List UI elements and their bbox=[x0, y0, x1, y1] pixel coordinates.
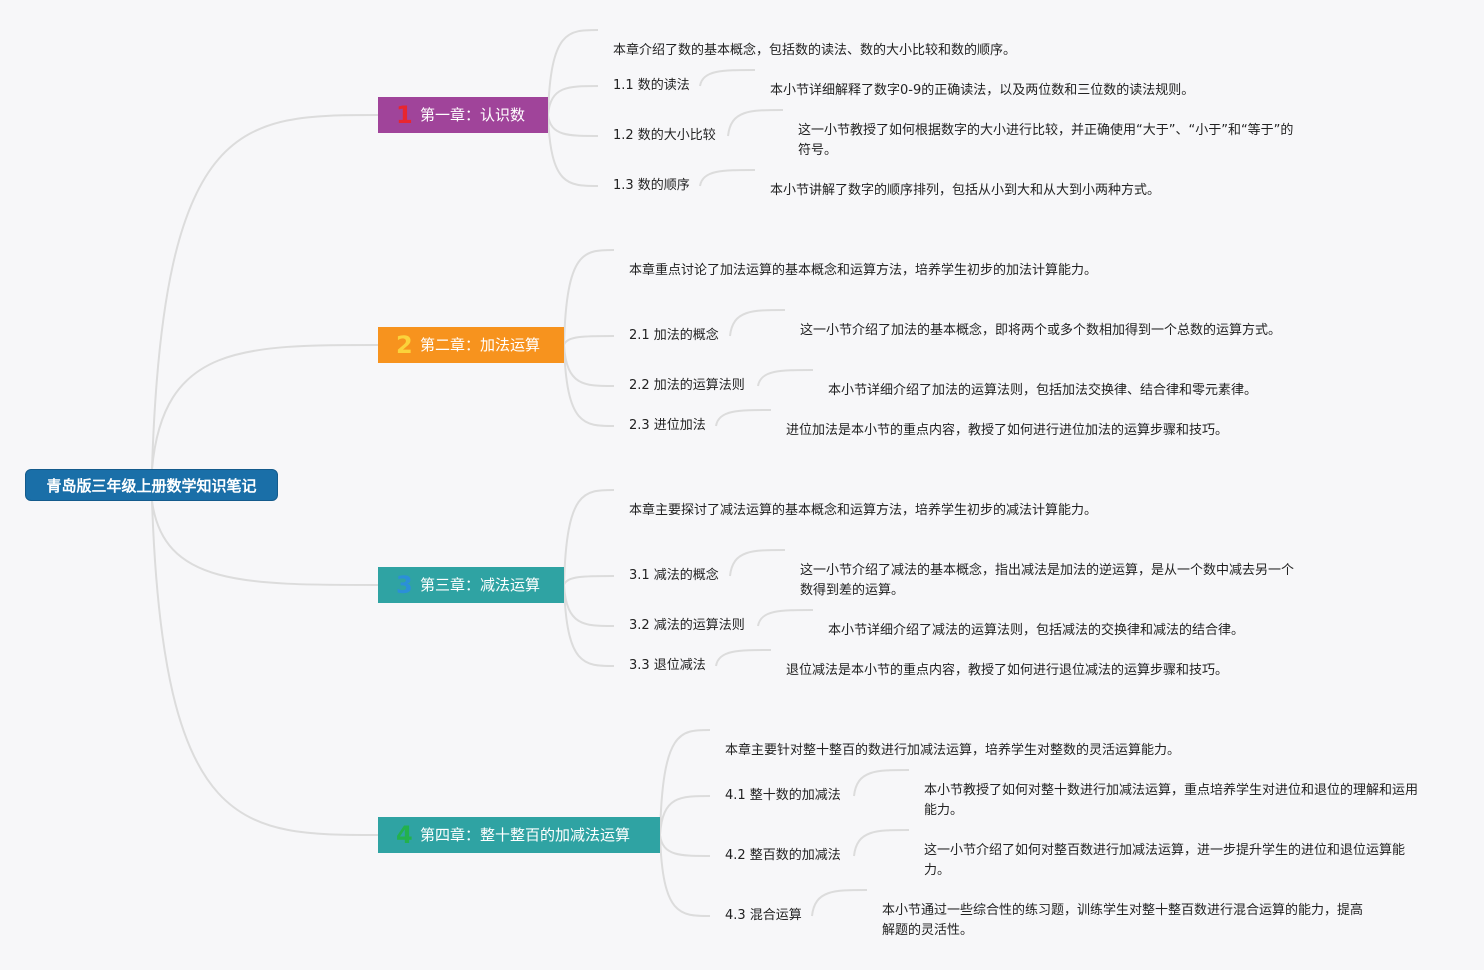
link-ch2-summary bbox=[563, 249, 615, 346]
link-s21-desc bbox=[729, 309, 786, 337]
section-1-3-desc[interactable]: 本小节讲解了数字的顺序排列，包括从小到大和从大到小两种方式。 bbox=[770, 183, 1161, 198]
link-ch2-s1 bbox=[563, 335, 615, 346]
chapter-2-node[interactable]: 2 第二章：加法运算 bbox=[378, 327, 564, 363]
chapter-1-node[interactable]: 1 第一章：认识数 bbox=[378, 97, 548, 133]
chapter-number: 2 bbox=[396, 331, 413, 359]
section-3-3-desc[interactable]: 退位减法是本小节的重点内容，教授了如何进行退位减法的运算步骤和技巧。 bbox=[786, 663, 1229, 678]
link-ch2-s3 bbox=[563, 344, 615, 427]
link-ch1-s1 bbox=[547, 85, 599, 116]
section-4-3-desc[interactable]: 本小节通过一些综合性的练习题，训练学生对整十整百数进行混合运算的能力，提高解题的… bbox=[882, 903, 1364, 938]
link-s33-desc bbox=[715, 649, 772, 667]
section-2-3-title[interactable]: 2.3 进位加法 bbox=[629, 418, 706, 433]
link-s31-desc bbox=[729, 549, 786, 577]
link-ch4-s1 bbox=[659, 795, 711, 836]
section-1-2-title[interactable]: 1.2 数的大小比较 bbox=[613, 128, 716, 143]
chapter-title: 第二章：加法运算 bbox=[420, 336, 541, 354]
section-4-3-title[interactable]: 4.3 混合运算 bbox=[725, 908, 802, 923]
link-root-ch2 bbox=[151, 344, 379, 470]
link-ch3-s1 bbox=[563, 575, 615, 586]
chapter-title: 第三章：减法运算 bbox=[420, 576, 541, 594]
link-ch2-s2 bbox=[563, 344, 615, 387]
link-s32-desc bbox=[757, 609, 814, 627]
link-ch1-summary bbox=[547, 29, 599, 116]
chapter-4-summary[interactable]: 本章主要针对整十整百的数进行加减法运算，培养学生对整数的灵活运算能力。 bbox=[725, 743, 1181, 758]
chapter-2-summary[interactable]: 本章重点讨论了加法运算的基本概念和运算方法，培养学生初步的加法计算能力。 bbox=[629, 263, 1098, 278]
chapter-title: 第一章：认识数 bbox=[420, 106, 526, 124]
root-node[interactable]: 青岛版三年级上册数学知识笔记 bbox=[25, 469, 278, 501]
section-1-1-desc[interactable]: 本小节详细解释了数字0-9的正确读法，以及两位数和三位数的读法规则。 bbox=[770, 83, 1195, 98]
link-ch3-s3 bbox=[563, 584, 615, 667]
link-ch1-s3 bbox=[547, 114, 599, 187]
link-ch1-s2 bbox=[547, 114, 599, 137]
section-2-1-title[interactable]: 2.1 加法的概念 bbox=[629, 328, 719, 343]
chapter-1-summary[interactable]: 本章介绍了数的基本概念，包括数的读法、数的大小比较和数的顺序。 bbox=[613, 43, 1017, 58]
chapter-number: 3 bbox=[396, 571, 413, 599]
link-s22-desc bbox=[757, 369, 814, 387]
link-root-ch4 bbox=[151, 500, 379, 836]
chapter-3-node[interactable]: 3 第三章：减法运算 bbox=[378, 567, 564, 603]
link-ch3-summary bbox=[563, 489, 615, 586]
link-s12-desc bbox=[727, 109, 784, 137]
link-root-ch3 bbox=[151, 500, 379, 586]
section-4-1-title[interactable]: 4.1 整十数的加减法 bbox=[725, 788, 841, 803]
link-root-ch1 bbox=[151, 114, 379, 470]
link-s42-desc bbox=[853, 829, 910, 857]
chapter-number: 4 bbox=[396, 821, 413, 849]
section-3-2-title[interactable]: 3.2 减法的运算法则 bbox=[629, 618, 745, 633]
section-3-1-desc[interactable]: 这一小节介绍了减法的基本概念，指出减法是加法的逆运算，是从一个数中减去另一个数得… bbox=[800, 563, 1295, 598]
section-2-1-desc[interactable]: 这一小节介绍了加法的基本概念，即将两个或多个数相加得到一个总数的运算方式。 bbox=[800, 323, 1282, 338]
link-s11-desc bbox=[699, 69, 756, 87]
link-s23-desc bbox=[715, 409, 772, 427]
chapter-3-summary[interactable]: 本章主要探讨了减法运算的基本概念和运算方法，培养学生初步的减法计算能力。 bbox=[629, 503, 1098, 518]
link-ch3-s2 bbox=[563, 584, 615, 627]
section-2-2-desc[interactable]: 本小节详细介绍了加法的运算法则，包括加法交换律、结合律和零元素律。 bbox=[828, 383, 1258, 398]
chapter-number: 1 bbox=[396, 101, 413, 129]
section-4-2-title[interactable]: 4.2 整百数的加减法 bbox=[725, 848, 841, 863]
section-3-1-title[interactable]: 3.1 减法的概念 bbox=[629, 568, 719, 583]
section-2-3-desc[interactable]: 进位加法是本小节的重点内容，教授了如何进行进位加法的运算步骤和技巧。 bbox=[786, 423, 1229, 438]
section-3-2-desc[interactable]: 本小节详细介绍了减法的运算法则，包括减法的交换律和减法的结合律。 bbox=[828, 623, 1245, 638]
section-2-2-title[interactable]: 2.2 加法的运算法则 bbox=[629, 378, 745, 393]
link-s13-desc bbox=[699, 169, 756, 187]
section-4-2-desc[interactable]: 这一小节介绍了如何对整百数进行加减法运算，进一步提升学生的进位和退位运算能力。 bbox=[924, 843, 1406, 878]
section-4-1-desc[interactable]: 本小节教授了如何对整十数进行加减法运算，重点培养学生对进位和退位的理解和运用能力… bbox=[924, 783, 1419, 818]
section-1-1-title[interactable]: 1.1 数的读法 bbox=[613, 78, 690, 93]
chapter-title: 第四章：整十整百的加减法运算 bbox=[420, 826, 631, 844]
link-ch4-s2 bbox=[659, 834, 711, 857]
section-1-3-title[interactable]: 1.3 数的顺序 bbox=[613, 178, 690, 193]
link-ch4-s3 bbox=[659, 834, 711, 917]
link-s41-desc bbox=[853, 769, 910, 797]
section-3-3-title[interactable]: 3.3 退位减法 bbox=[629, 658, 706, 673]
link-s43-desc bbox=[811, 889, 868, 917]
chapter-4-node[interactable]: 4 第四章：整十整百的加减法运算 bbox=[378, 817, 660, 853]
section-1-2-desc[interactable]: 这一小节教授了如何根据数字的大小进行比较，并正确使用“大于”、“小于”和“等于”… bbox=[798, 123, 1294, 158]
link-ch4-summary bbox=[659, 729, 711, 836]
